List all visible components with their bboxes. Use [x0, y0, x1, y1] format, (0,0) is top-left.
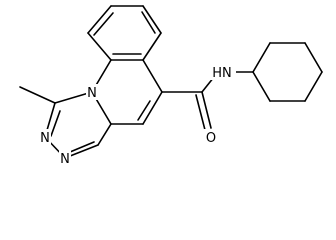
chemical-structure-diagram: HN N N N O [19, 5, 323, 167]
ring-nitrogen-label: N [87, 86, 97, 101]
triazole-nitrogen-left-label: N [40, 131, 50, 146]
carbonyl-oxygen-label: O [206, 131, 216, 146]
pyridine-ring [91, 59, 163, 125]
amide-nh-label: HN [212, 66, 232, 81]
atom-labels: HN N N N O [39, 64, 236, 167]
amide-group [161, 71, 254, 131]
benzene-ring [87, 5, 162, 61]
triazole-nitrogen-bottom-label: N [60, 152, 70, 167]
cyclohexane-ring [252, 42, 323, 102]
